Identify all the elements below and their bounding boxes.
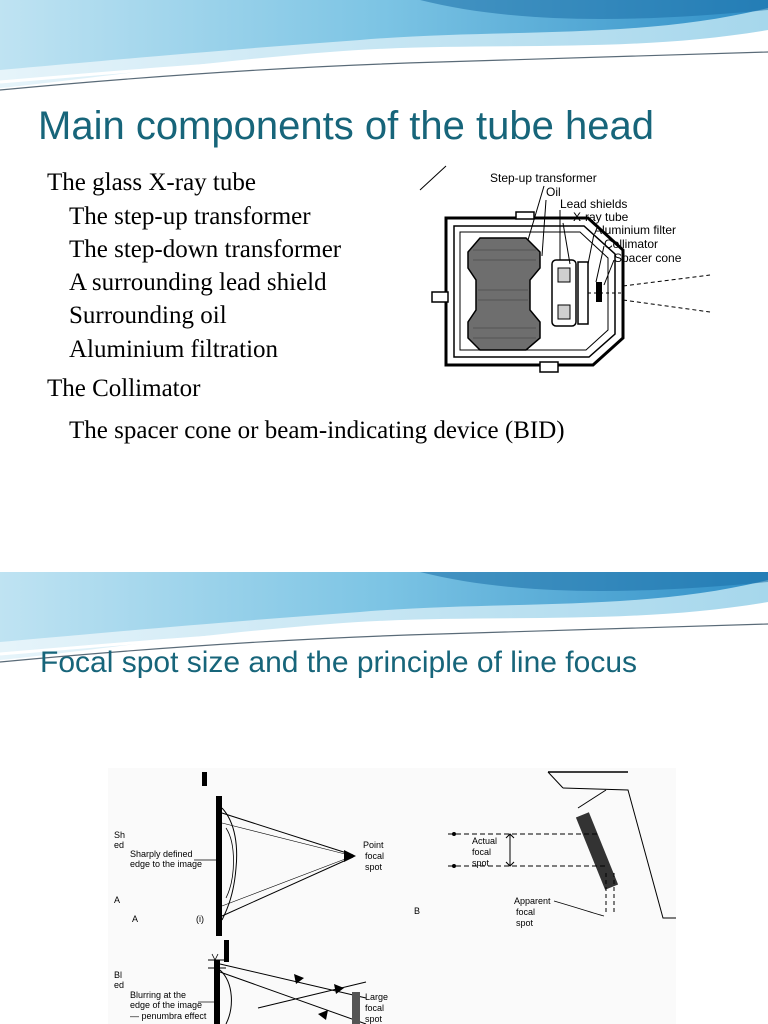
housing-outline (444, 216, 625, 367)
focal-spot-figure: Sh ed Sharply defined edge to the image … (108, 768, 676, 1024)
label-point-1: Point (363, 840, 384, 850)
label-step-up-transformer: Step-up transformer (490, 171, 597, 185)
label-apparent-2: focal (516, 907, 535, 917)
label-b: B (414, 906, 420, 916)
label-point-3: spot (365, 862, 383, 872)
label-large-2: focal (365, 1003, 384, 1013)
label-sh: Sh (114, 830, 125, 840)
label-a-mid: A (132, 914, 138, 924)
label-blur-2: edge of the image (130, 1000, 202, 1010)
label-actual-3: spot (472, 858, 490, 868)
bullet-lead-shield: A surrounding lead shield (69, 269, 327, 296)
label-ed: ed (114, 840, 124, 850)
transformer-core (467, 237, 541, 351)
slide-1: Main components of the tube head The gla… (0, 0, 768, 567)
film-plate (216, 796, 222, 936)
label-collimator: Collimator (604, 237, 658, 251)
bullet-step-up: The step-up transformer (69, 203, 311, 230)
label-large-1: Large (365, 992, 388, 1002)
bullet-collimator: The Collimator (47, 375, 201, 402)
bullet-glass-tube: The glass X-ray tube (47, 169, 256, 196)
bullet-oil: Surrounding oil (69, 302, 227, 329)
label-lead-shields: Lead shields (560, 197, 627, 211)
bullet-spacer-cone: The spacer cone or beam-indicating devic… (69, 417, 565, 444)
label-spacer-cone: Spacer cone (614, 251, 682, 265)
header-wave-decoration (0, 572, 768, 663)
slide-title-focal-spot: Focal spot size and the principle of lin… (40, 646, 637, 679)
label-apparent-3: spot (516, 918, 534, 928)
label-i: (i) (196, 914, 204, 924)
bullet-step-down: The step-down transformer (69, 236, 342, 263)
header-wave-decoration (0, 0, 768, 91)
label-blur-1: Blurring at the (130, 990, 186, 1000)
label-a-left: A (114, 895, 120, 905)
label-sharp-2: edge to the image (130, 859, 202, 869)
label-point-2: focal (365, 851, 384, 861)
tube-head-diagram: Step-up transformer Oil Lead shields X-r… (419, 165, 711, 373)
label-aluminium-filter: Aluminium filter (594, 223, 676, 237)
label-blur-3: — penumbra effect (130, 1011, 207, 1021)
anode-target (575, 812, 619, 890)
label-sharp-1: Sharply defined (130, 849, 193, 859)
label-ed-2: ed (114, 980, 124, 990)
label-oil: Oil (546, 185, 561, 199)
label-actual-1: Actual (472, 836, 497, 846)
bullet-aluminium: Aluminium filtration (69, 336, 279, 363)
label-xray-tube: X-ray tube (573, 210, 629, 224)
label-large-3: spot (365, 1014, 383, 1024)
label-actual-2: focal (472, 847, 491, 857)
label-apparent-1: Apparent (514, 896, 551, 906)
slide-title: Main components of the tube head (38, 104, 654, 148)
label-bl: Bl (114, 970, 122, 980)
slide-separator (0, 566, 768, 572)
